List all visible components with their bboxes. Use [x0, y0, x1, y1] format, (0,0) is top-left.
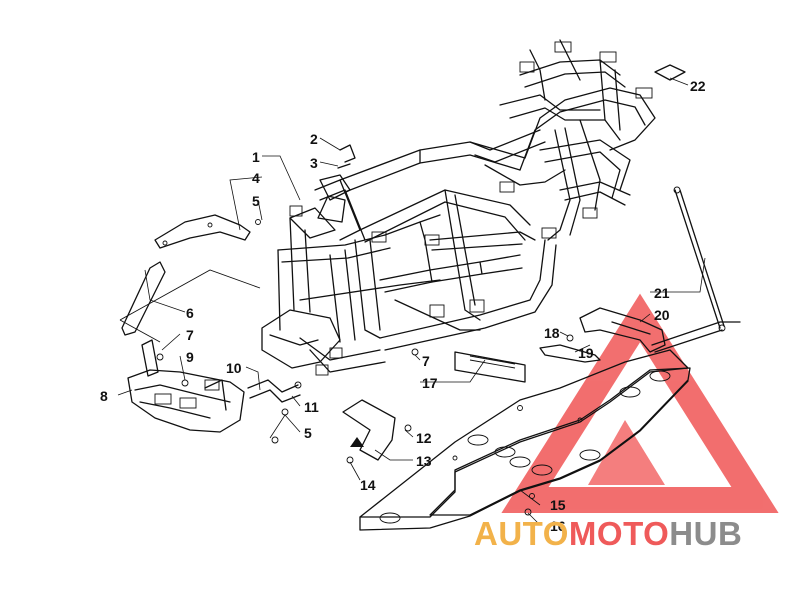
main-frame	[261, 39, 656, 376]
callout-9: 9	[186, 349, 194, 365]
callout-4: 4	[252, 170, 260, 186]
watermark-text: AUTOMOTOHUB	[474, 515, 742, 553]
callout-21: 21	[654, 285, 670, 301]
callout-19: 19	[578, 345, 594, 361]
callout-16: 16	[550, 518, 566, 534]
callout-14: 14	[360, 477, 376, 493]
rear-bracket	[539, 307, 741, 363]
callout-5-lower: 5	[304, 425, 312, 441]
leader-lines	[117, 77, 706, 526]
callout-6: 6	[186, 305, 194, 321]
callout-2: 2	[310, 131, 318, 147]
decal	[654, 64, 686, 81]
front-bumper	[127, 339, 245, 433]
watermark-logo-icon	[501, 293, 779, 513]
callout-3: 3	[310, 155, 318, 171]
callout-18: 18	[544, 325, 560, 341]
mount-plate	[342, 399, 396, 461]
callout-7-right: 7	[422, 353, 430, 369]
rear-rod	[673, 186, 726, 332]
callout-17: 17	[422, 375, 438, 391]
callout-8: 8	[100, 388, 108, 404]
callout-15: 15	[550, 497, 566, 513]
callout-1: 1	[252, 149, 260, 165]
callout-22: 22	[690, 78, 706, 94]
front-bracket	[154, 214, 261, 249]
callout-13: 13	[416, 453, 432, 469]
skid-plate	[359, 349, 691, 531]
callout-5-upper: 5	[252, 193, 260, 209]
clip-parts	[337, 144, 356, 169]
watermark-moto: MOTO	[568, 515, 670, 552]
callout-7-left: 7	[186, 327, 194, 343]
callout-labels: 1 2 3 4 5 6 7 8 9 10 11 5 12 13 14 15 16…	[100, 78, 706, 534]
callout-10: 10	[226, 360, 242, 376]
frame-tube	[247, 379, 301, 403]
heat-shield-pad	[454, 351, 526, 383]
hardware	[156, 334, 574, 516]
callout-11: 11	[304, 399, 319, 415]
watermark-auto: AUTO	[474, 515, 569, 552]
callout-20: 20	[654, 307, 670, 323]
brace	[119, 261, 261, 343]
watermark-hub: HUB	[669, 515, 743, 552]
callout-12: 12	[416, 430, 432, 446]
